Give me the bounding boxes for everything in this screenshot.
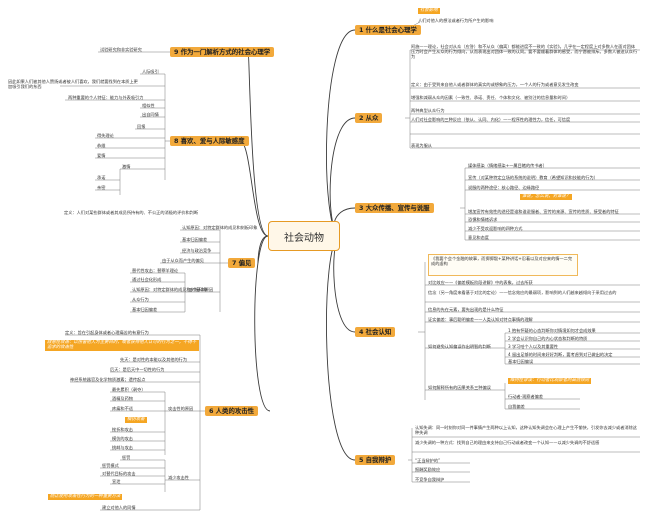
b3-item-4[interactable]: 增加宣传有效性的途径是谁和谁说服者、宣传的来源、宣传的性质、接受者的特征	[468, 209, 619, 214]
b6-end[interactable]: 建立对他人的同情	[102, 505, 136, 510]
b4-tag-actor-observer[interactable]: 维持性谬误：行动者比观察者的高估倾向	[508, 378, 592, 384]
b3-item-5[interactable]: 恐惧和情绪诉求	[468, 217, 498, 222]
b6-reduce-3[interactable]: 对替代目标的攻击	[102, 471, 136, 476]
b2-intro[interactable]: 阿施——理论，社会对从众（应答）和不从众（偏离）都能进度不一致的《实验》。几乎在…	[411, 44, 638, 60]
b6-reduce-1[interactable]: 惩罚	[122, 455, 131, 460]
b4-step-3[interactable]: 3 学习哈个人以及其重要性	[508, 344, 559, 349]
b4-actor-observer[interactable]: 行动者-观察者偏差	[508, 394, 544, 399]
b7-item-1[interactable]: 认知原因：对特定群体的成见和刻板印象	[182, 225, 258, 230]
b8-item-8[interactable]: 爱情	[97, 153, 106, 158]
b1-definition[interactable]: 人们对他人的想法或者行为所产生的影响	[418, 18, 494, 23]
branch-conformity[interactable]: 2 从众	[355, 113, 383, 123]
b6-reduce-2[interactable]: 惩罚模式	[102, 463, 119, 468]
b8-item-11[interactable]: 亲密	[97, 185, 106, 190]
b4-self-bias[interactable]: 自我偏差	[508, 404, 525, 409]
b5-justify[interactable]: “正当辩护的”	[415, 458, 441, 463]
b4-item-2[interactable]: 信念（另一角度来看基于对比的定论）——信念效应的最弱项，影响到的人们越来越倾向于…	[428, 290, 617, 295]
b7-definition[interactable]: 定义：人们对某些群体或者其成员所持有的、不公正的消极的评价和判断	[64, 210, 199, 215]
b8-item-5[interactable]: 回报	[137, 124, 146, 129]
branch-self-justification[interactable]: 5 自我辩护	[355, 455, 396, 465]
b7-cause-3[interactable]: 认知原因：对特定群体的成见和刻板印象	[132, 287, 208, 292]
b6-sub-6[interactable]: 挑衅与攻击	[112, 445, 133, 450]
b6-sub-3[interactable]: 疼痛和不适	[112, 406, 133, 411]
b2-factors[interactable]: 增强和减弱从众的因素（一致性、承诺、责任、个体和文化、被别注的信息量和时间）	[411, 95, 571, 100]
b5-harm[interactable]: 不竞争自我辩护	[415, 477, 445, 482]
branch-aggression[interactable]: 6 人类的攻击性	[205, 406, 259, 416]
b6-sub-1[interactable]: 最先累积（剥夺）	[112, 387, 146, 392]
b4-item-3[interactable]: 信息的先在元素，要先出现的是什么特征	[428, 307, 504, 312]
b4-causes[interactable]: 如何解释所有的因果关系三种偏误	[428, 385, 491, 390]
branch-social-cognition[interactable]: 4 社会认知	[355, 327, 396, 337]
branch-liking-love[interactable]: 8 喜欢、爱与人际敏感度	[170, 136, 249, 146]
b8-item-3[interactable]: 相似性	[142, 103, 155, 108]
b4-step-2[interactable]: 2 学会认识你自己的内心状态和判断的特质	[508, 336, 588, 341]
b7-cause-4[interactable]: 从众行为	[132, 297, 149, 302]
branch-mass-communication[interactable]: 3 大众传播、宣传与说服	[355, 203, 434, 213]
b2-obedience[interactable]: 表现为服从	[411, 143, 432, 148]
b4-step-4[interactable]: 4 留出足够的时间来好好判断，要考虑到对已做出的决定	[508, 352, 613, 357]
b6-item-2[interactable]: 后天：是后天中一切性的行为	[110, 367, 165, 372]
b6-causes-label[interactable]: 攻击性的原因	[168, 406, 194, 411]
b3-item-6[interactable]: 减少不受欢迎影响的四种方式	[468, 226, 523, 231]
b8-item-9[interactable]: 激情	[122, 164, 131, 169]
b7-item-2[interactable]: 基本归因偏差	[182, 237, 208, 242]
b4-item-1[interactable]: 对比效应——《偏差模板阶段讲解》中的表象，过去所获	[428, 280, 533, 285]
b8-item-10[interactable]: 承诺	[97, 175, 106, 180]
b4-item-4[interactable]: 证实偏差：事后聪明偏差——人类认知对特点事情的理解	[428, 317, 533, 322]
b3-item-2[interactable]: 宣传（对某种特定立场的系统的说明）教育（希望知识和技能的行为）	[468, 175, 598, 180]
b7-cause-2[interactable]: 通过社会化形成	[132, 277, 162, 282]
b2-two-types[interactable]: 两种典型从众行为	[411, 108, 445, 113]
b2-definition[interactable]: 定义：由于受到来自他人或者群体的真实的或想象的压力，一个人的行为或者意见发生改变	[411, 82, 579, 87]
b2-three-responses[interactable]: 人们对社会影响的三种反应（依从、认同、内化）——程序性的理性力，信任，可信度	[411, 117, 571, 122]
central-topic[interactable]: 社会动物	[268, 221, 340, 251]
b6-sub-5[interactable]: 模仿的攻击	[112, 436, 133, 441]
b8-item-7[interactable]: 恭维	[97, 143, 106, 148]
b4-quote-box[interactable]: 《我要个会个金融的故事，而掷掷骰+某种讲话+忍着以及对应来的情一二完成的虚构	[428, 254, 578, 276]
b6-sub-4[interactable]: 挫折和攻击	[112, 427, 133, 432]
b5-reduce[interactable]: 减少失调的一种方式：找到自己的理由来支持自己行动或者改变一个认知——以减少失调的…	[415, 440, 600, 445]
b6-tag-prevent[interactable]: 防止使用攻击性行为的一种重要方法	[48, 494, 123, 500]
b6-item-3[interactable]: 神经系统器官及化学物质激素；遗传起点	[70, 377, 146, 382]
b3-item-7[interactable]: 意见和态度	[468, 235, 489, 240]
b6-tag-hostile[interactable]: 敌意性攻击：以伤害他人为主要目的，或者获得他人认可的行为之一，不得不追求的攻击性	[45, 340, 199, 351]
b1-tag-social-influence[interactable]: 社会影响	[418, 8, 440, 14]
b4-step-1[interactable]: 1 抱有怀疑的心态判断你对情境如何才会成效果	[508, 328, 596, 333]
branch-what-is-social-psychology[interactable]: 1 什么是社会心理学	[355, 25, 421, 35]
b3-tag-who-says[interactable]: 谁说，怎么说，对谁说？	[520, 194, 573, 200]
b3-item-1[interactable]: 媒体感染（情绪感染+一属目睹的传书者）	[468, 163, 547, 168]
b5-intro[interactable]: 认知失调：同一时刻你对同一件事情产生两种以上认知，这种认知失调会在心理上产生不愉…	[415, 425, 637, 436]
b6-reduce-4[interactable]: 宣泄	[112, 479, 121, 484]
b6-tag-modeling[interactable]: 模仿攻击	[125, 417, 147, 423]
b7-cause-1[interactable]: 替代性攻击：替罪羊理论	[132, 268, 179, 273]
b9-item[interactable]: 试验研究和非实验研究	[100, 47, 142, 52]
branch-social-psychology-as-science[interactable]: 9 作为一门解析方式的社会心理学	[170, 47, 275, 57]
b7-five-causes[interactable]: 五个基本原因	[188, 287, 214, 292]
b8-item-6[interactable]: 得失理论	[97, 133, 114, 138]
b7-item-4[interactable]: 由于从众而产生的偏见	[162, 258, 204, 263]
b8-item-1[interactable]: 人际吸引	[142, 69, 159, 74]
b4-base-error[interactable]: 基本归因偏误	[508, 359, 534, 364]
b7-item-3[interactable]: 经济与政治竞争	[182, 248, 212, 253]
b3-item-3[interactable]: 说服的两种途径：核心路径、边缘路径	[468, 185, 540, 190]
branch-prejudice[interactable]: 7 偏见	[228, 258, 256, 268]
b8-item-2[interactable]: 两种重要的个人特征：能力与外表吸引力	[68, 95, 144, 100]
b6-reduce-label[interactable]: 减少攻击性	[168, 475, 189, 480]
b6-item-1[interactable]: 先天：是对性的本能以及其他的行为	[120, 357, 188, 362]
b8-item-4[interactable]: 出自同情	[142, 112, 159, 117]
b5-reward[interactable]: 报酬奖励效应	[415, 467, 441, 472]
b4-avoid-bias[interactable]: 如何避免认知偏误作出明智的判断	[428, 344, 491, 349]
b7-cause-5[interactable]: 基本归因偏差	[132, 307, 158, 312]
b8-intro[interactable]: 因此如果人们被其他人赞扬或者被人们喜欢，我们就要找到在本质上更加吸引我们的东西	[8, 79, 138, 90]
b6-sub-2[interactable]: 酒精及药物	[112, 396, 133, 401]
b6-definition[interactable]: 定义：旨在引起身体或者心理痛苦的有意行为	[65, 330, 149, 335]
